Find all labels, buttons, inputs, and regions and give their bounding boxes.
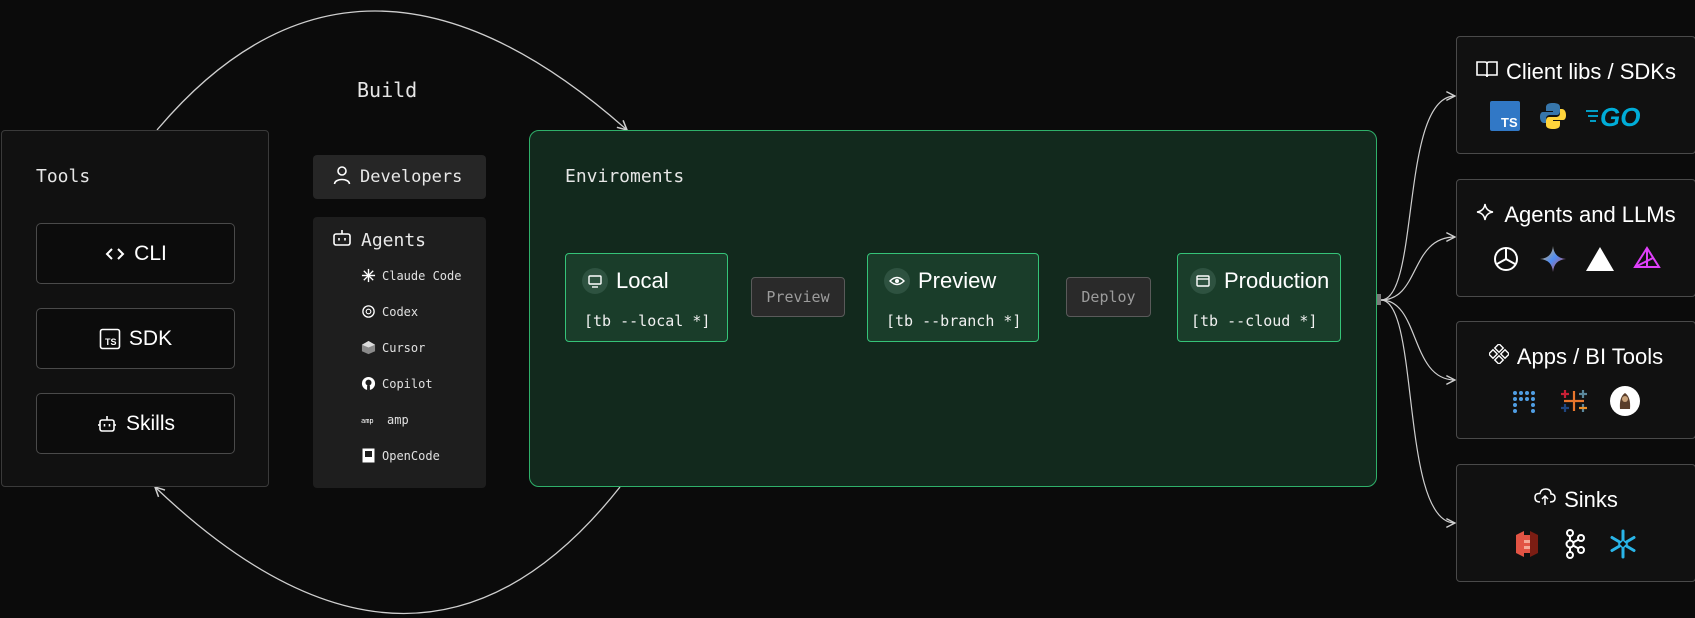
claude-icon xyxy=(361,268,376,283)
tool-sdk-button[interactable]: TS SDK xyxy=(36,308,235,369)
transition-preview: Preview xyxy=(751,277,845,317)
output-agents-llms: Agents and LLMs xyxy=(1456,179,1695,297)
gemini-logo xyxy=(1539,245,1567,273)
tools-title: Tools xyxy=(36,166,91,187)
openai-logo xyxy=(1491,244,1521,274)
build-arc-bottom xyxy=(155,487,621,614)
robot-icon xyxy=(332,228,352,253)
agent-copilot: Copilot xyxy=(361,376,433,391)
agent-label: Cursor xyxy=(382,340,426,355)
agent-label: Codex xyxy=(382,304,419,319)
kafka-logo xyxy=(1562,529,1586,559)
vercel-logo xyxy=(1585,245,1615,273)
developers-label: Developers xyxy=(360,167,463,187)
stage-preview[interactable]: Preview [tb --branch *] xyxy=(867,253,1039,342)
output-sinks: Sinks xyxy=(1456,464,1695,582)
stage-command: [tb --cloud *] xyxy=(1191,312,1318,330)
svg-text:amp: amp xyxy=(361,417,374,425)
svg-text:TS: TS xyxy=(105,337,117,347)
agent-label: Claude Code xyxy=(382,268,462,283)
tool-cli-label: CLI xyxy=(134,241,167,265)
openai-icon xyxy=(361,304,376,319)
monitor-icon xyxy=(582,268,608,294)
code-icon xyxy=(104,243,126,265)
output-client-libs: Client libs / SDKs TS GO xyxy=(1456,36,1695,154)
grid-diamond-icon xyxy=(1487,342,1511,370)
agents-header: Agents xyxy=(332,228,426,253)
fanout-line-sinks xyxy=(1380,299,1455,523)
transition-deploy: Deploy xyxy=(1066,277,1151,317)
metabase-logo xyxy=(1511,387,1539,415)
cursor-icon xyxy=(361,340,376,355)
stage-label: Preview xyxy=(918,268,997,293)
eye-icon xyxy=(884,268,910,294)
agent-amp: amp amp xyxy=(361,412,409,427)
book-icon xyxy=(1476,59,1498,85)
typescript-logo: TS xyxy=(1490,101,1520,131)
tool-sdk-label: SDK xyxy=(128,326,173,350)
agents-card xyxy=(313,217,486,488)
agent-label: OpenCode xyxy=(382,448,440,463)
llm-logo xyxy=(1633,245,1661,273)
stage-command: [tb --branch *] xyxy=(886,312,1022,330)
agents-title: Agents xyxy=(361,230,427,251)
developers-card: Developers xyxy=(313,155,486,199)
tool-cli-button[interactable]: CLI xyxy=(36,223,235,284)
stage-production[interactable]: Production [tb --cloud *] xyxy=(1177,253,1341,342)
output-title: Apps / BI Tools xyxy=(1516,344,1664,369)
user-icon xyxy=(333,165,351,190)
svg-text:GO: GO xyxy=(1600,102,1640,131)
agent-cursor: Cursor xyxy=(361,340,425,355)
build-arc-top xyxy=(156,10,627,130)
tableau-logo xyxy=(1559,386,1589,416)
output-title: Sinks xyxy=(1564,487,1618,512)
python-logo xyxy=(1538,101,1568,131)
robot-icon xyxy=(96,413,118,435)
stage-local[interactable]: Local [tb --local *] xyxy=(565,253,728,342)
environments-title: Enviroments xyxy=(565,166,685,187)
tool-skills-button[interactable]: Skills xyxy=(36,393,235,454)
stage-label: Production xyxy=(1224,268,1330,293)
fanout-line-apps xyxy=(1380,299,1455,380)
go-logo: GO xyxy=(1586,101,1662,131)
tool-skills-label: Skills xyxy=(125,411,175,435)
sparkle-icon xyxy=(1476,202,1496,228)
agent-label: amp xyxy=(387,412,409,427)
build-label: Build xyxy=(357,78,418,102)
output-apps-bi: Apps / BI Tools xyxy=(1456,321,1695,439)
fanout-line-agents xyxy=(1380,237,1455,301)
output-title: Agents and LLMs xyxy=(1504,202,1676,227)
opencode-icon xyxy=(361,448,376,463)
svg-text:TS: TS xyxy=(1501,115,1518,130)
agent-codex: Codex xyxy=(361,304,418,319)
agent-claude-code: Claude Code xyxy=(361,268,461,283)
output-title: Client libs / SDKs xyxy=(1506,59,1676,84)
grafana-logo xyxy=(1609,385,1641,417)
stage-command: [tb --local *] xyxy=(584,312,711,330)
cloud-upload-icon xyxy=(1534,487,1556,513)
agent-opencode: OpenCode xyxy=(361,448,440,463)
github-icon xyxy=(361,376,376,391)
s3-logo xyxy=(1514,529,1540,559)
ts-icon: TS xyxy=(99,328,121,350)
amp-icon: amp xyxy=(361,412,381,427)
browser-window-icon xyxy=(1190,268,1216,294)
fanout-line-sdks xyxy=(1380,96,1455,301)
snowflake-logo xyxy=(1608,529,1638,559)
stage-label: Local xyxy=(616,268,669,293)
agent-label: Copilot xyxy=(382,376,433,391)
